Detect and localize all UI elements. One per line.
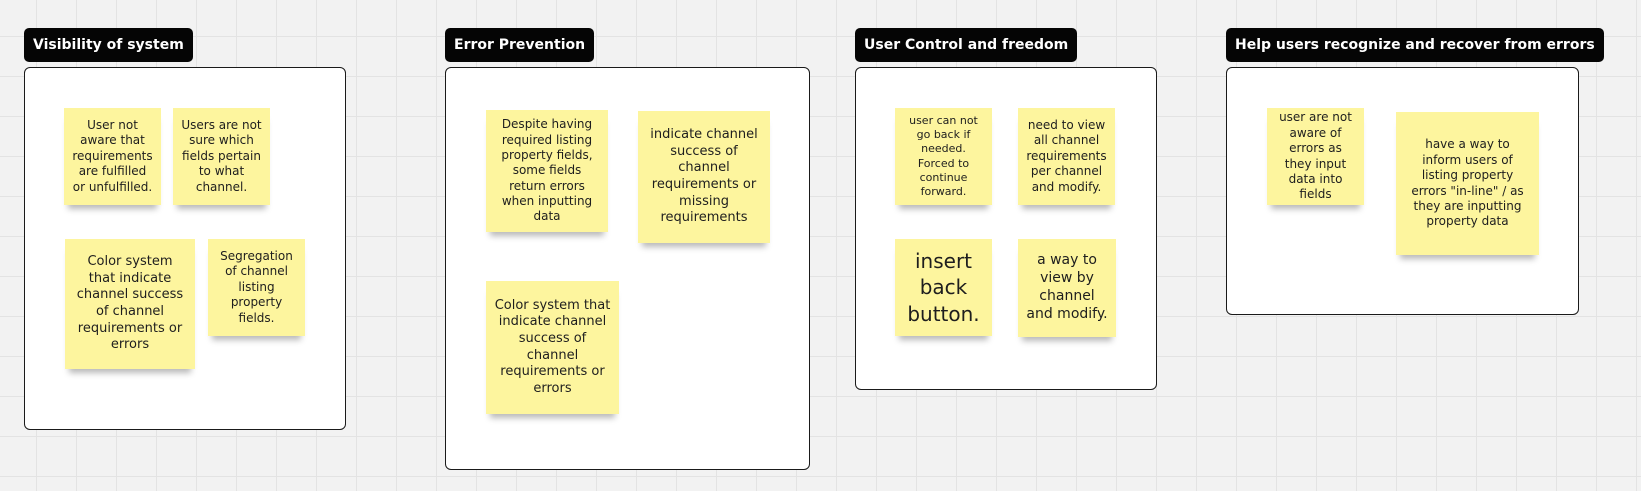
sticky-text: User not aware that requirements are ful… bbox=[72, 118, 153, 194]
sticky-note[interactable]: a way to view by channel and modify. bbox=[1018, 239, 1116, 337]
sticky-text: have a way to inform users of listing pr… bbox=[1411, 137, 1524, 229]
frame-title-error-recovery[interactable]: Help users recognize and recover from er… bbox=[1226, 28, 1604, 62]
sticky-text: Color system that indicate channel succe… bbox=[76, 254, 184, 353]
sticky-note[interactable]: Color system that indicate channel succe… bbox=[486, 281, 619, 414]
frame-visibility[interactable]: User not aware that requirements are ful… bbox=[24, 67, 346, 430]
sticky-text: Despite having required listing property… bbox=[501, 117, 593, 224]
frame-user-control[interactable]: user can not go back if needed. Forced t… bbox=[855, 67, 1157, 390]
sticky-text: Color system that indicate channel succe… bbox=[494, 297, 611, 396]
sticky-note[interactable]: have a way to inform users of listing pr… bbox=[1396, 112, 1539, 255]
sticky-note[interactable]: indicate channel success of channel requ… bbox=[638, 111, 770, 243]
sticky-note[interactable]: need to view all channel requirements pe… bbox=[1018, 108, 1115, 205]
sticky-text: user are not aware of errors as they inp… bbox=[1279, 110, 1352, 202]
sticky-note[interactable]: user can not go back if needed. Forced t… bbox=[895, 108, 992, 205]
sticky-note[interactable]: user are not aware of errors as they inp… bbox=[1267, 108, 1364, 205]
sticky-text: indicate channel success of channel requ… bbox=[650, 127, 758, 226]
frame-title-user-control[interactable]: User Control and freedom bbox=[855, 28, 1078, 62]
frame-error-prevention[interactable]: Despite having required listing property… bbox=[445, 67, 810, 470]
frame-title-error-prevention[interactable]: Error Prevention bbox=[445, 28, 595, 62]
sticky-text: user can not go back if needed. Forced t… bbox=[909, 114, 978, 198]
sticky-note[interactable]: Segregation of channel listing property … bbox=[208, 239, 305, 336]
frame-title-visibility[interactable]: Visibility of system bbox=[24, 28, 193, 62]
sticky-text: a way to view by channel and modify. bbox=[1026, 252, 1108, 322]
sticky-text: need to view all channel requirements pe… bbox=[1026, 118, 1107, 194]
sticky-note[interactable]: Color system that indicate channel succe… bbox=[65, 239, 195, 369]
sticky-note[interactable]: insert back button. bbox=[895, 239, 992, 336]
frame-error-recovery[interactable]: user are not aware of errors as they inp… bbox=[1226, 67, 1579, 315]
sticky-note[interactable]: Despite having required listing property… bbox=[486, 110, 608, 232]
sticky-text: Users are not sure which fields pertain … bbox=[181, 118, 262, 194]
sticky-text: Segregation of channel listing property … bbox=[220, 249, 293, 325]
sticky-note[interactable]: User not aware that requirements are ful… bbox=[64, 108, 161, 205]
sticky-note[interactable]: Users are not sure which fields pertain … bbox=[173, 108, 270, 205]
sticky-text: insert back button. bbox=[907, 248, 980, 326]
